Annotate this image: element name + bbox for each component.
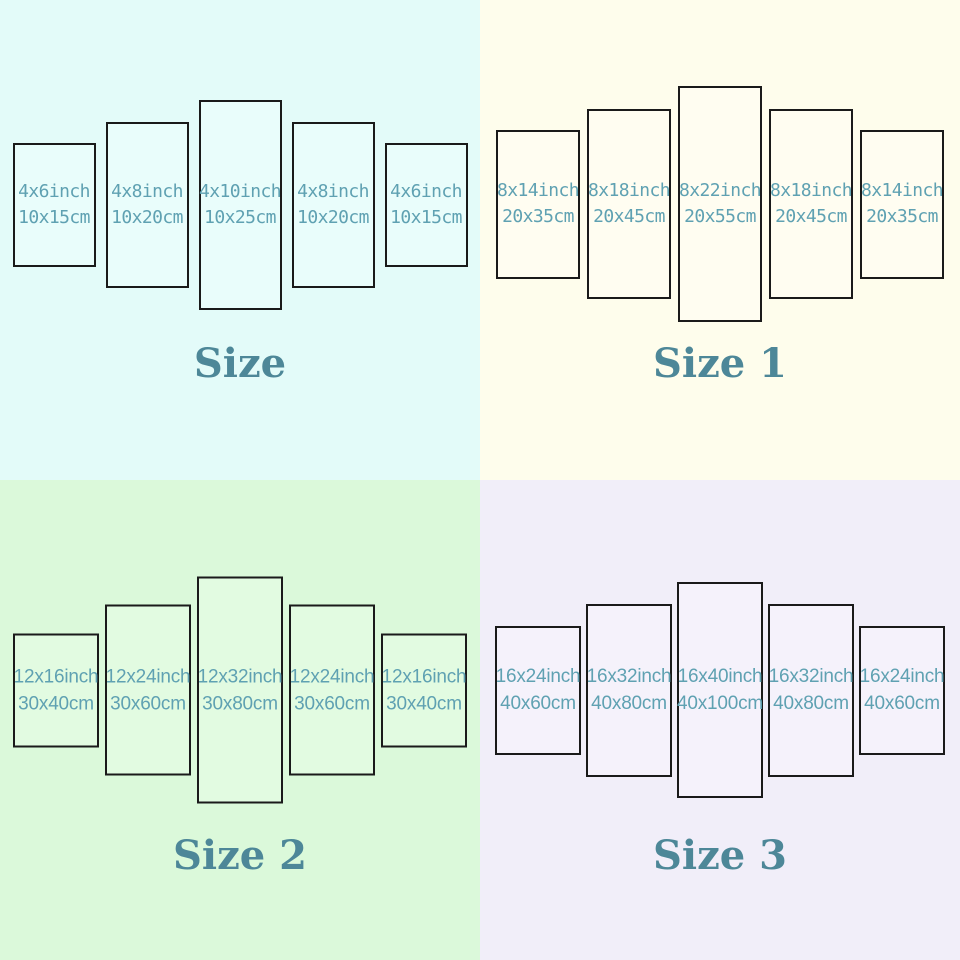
quadrant-size-2: 12x16inch 30x40cm 12x24inch 30x60cm 12x3… <box>0 480 480 960</box>
panel-size-label: 8x14inch 20x35cm <box>497 178 580 230</box>
panel-cm-text: 20x45cm <box>775 206 847 227</box>
quadrant-size: 4x6inch 10x15cm 4x8inch 10x20cm 4x10inch… <box>0 0 480 480</box>
canvas-panel: 4x6inch 10x15cm <box>384 143 468 267</box>
panel-cm-text: 20x55cm <box>684 206 756 227</box>
panel-cm-text: 30x60cm <box>294 693 370 714</box>
quadrant-size-1: 8x14inch 20x35cm 8x18inch 20x45cm 8x22in… <box>480 0 960 480</box>
canvas-panel: 4x6inch 10x15cm <box>12 143 96 267</box>
quadrant-size-3: 16x24inch 40x60cm 16x32inch 40x80cm 16x4… <box>480 480 960 960</box>
panel-size-label: 8x18inch 20x45cm <box>588 178 671 230</box>
panel-inch-text: 16x32inch <box>586 666 672 687</box>
panel-size-label: 12x24inch 30x60cm <box>106 663 191 717</box>
panel-size-label: 8x22inch 20x55cm <box>679 178 762 230</box>
panel-size-label: 12x16inch 30x40cm <box>14 663 99 717</box>
canvas-panel: 8x14inch 20x35cm <box>860 129 944 279</box>
panel-cm-text: 40x80cm <box>591 693 667 714</box>
quadrant-title: Size 1 <box>652 340 787 387</box>
canvas-panel: 4x8inch 10x20cm <box>291 122 375 288</box>
canvas-panel: 8x22inch 20x55cm <box>678 86 762 322</box>
canvas-panel: 12x16inch 30x40cm <box>13 633 99 747</box>
panel-size-label: 16x32inch 40x80cm <box>769 663 854 717</box>
canvas-panel: 16x24inch 40x60cm <box>859 625 945 755</box>
canvas-panel: 4x10inch 10x25cm <box>198 100 282 310</box>
panel-inch-text: 4x10inch <box>199 181 282 202</box>
panel-size-label: 12x24inch 30x60cm <box>290 663 375 717</box>
panel-size-label: 4x8inch 10x20cm <box>297 179 369 231</box>
panel-inch-text: 4x8inch <box>111 181 183 202</box>
panel-cm-text: 30x60cm <box>110 693 186 714</box>
panel-row: 12x16inch 30x40cm 12x24inch 30x60cm 12x3… <box>0 576 480 804</box>
quadrant-title: Size 3 <box>652 832 787 879</box>
panel-inch-text: 8x18inch <box>770 180 853 201</box>
panel-inch-text: 4x8inch <box>297 181 369 202</box>
panel-inch-text: 16x32inch <box>768 666 854 687</box>
canvas-panel: 12x16inch 30x40cm <box>381 633 467 747</box>
panel-cm-text: 30x40cm <box>386 693 462 714</box>
canvas-panel: 12x24inch 30x60cm <box>105 604 191 776</box>
panel-size-label: 8x18inch 20x45cm <box>770 178 853 230</box>
panel-cm-text: 40x60cm <box>500 693 576 714</box>
panel-row: 16x24inch 40x60cm 16x32inch 40x80cm 16x4… <box>480 582 960 798</box>
panel-inch-text: 8x14inch <box>497 180 580 201</box>
panel-cm-text: 10x15cm <box>18 207 90 228</box>
panel-cm-text: 10x15cm <box>390 207 462 228</box>
panel-inch-text: 12x16inch <box>381 666 467 687</box>
panel-inch-text: 8x22inch <box>679 180 762 201</box>
canvas-panel: 16x24inch 40x60cm <box>495 625 581 755</box>
panel-cm-text: 10x25cm <box>204 207 276 228</box>
panel-row: 4x6inch 10x15cm 4x8inch 10x20cm 4x10inch… <box>0 100 480 310</box>
panel-inch-text: 4x6inch <box>390 181 462 202</box>
canvas-panel: 8x14inch 20x35cm <box>496 129 580 279</box>
panel-size-label: 8x14inch 20x35cm <box>861 178 944 230</box>
panel-inch-text: 12x16inch <box>13 666 99 687</box>
panel-cm-text: 20x45cm <box>593 206 665 227</box>
panel-cm-text: 10x20cm <box>297 207 369 228</box>
panel-cm-text: 30x80cm <box>202 693 278 714</box>
panel-size-label: 4x10inch 10x25cm <box>199 179 282 231</box>
panel-size-label: 4x8inch 10x20cm <box>111 179 183 231</box>
canvas-panel: 8x18inch 20x45cm <box>769 109 853 299</box>
panel-size-label: 4x6inch 10x15cm <box>390 179 462 231</box>
canvas-panel: 8x18inch 20x45cm <box>587 109 671 299</box>
panel-inch-text: 12x24inch <box>289 666 375 687</box>
panel-size-label: 12x32inch 30x80cm <box>198 663 283 717</box>
panel-size-label: 16x32inch 40x80cm <box>587 663 672 717</box>
panel-inch-text: 8x14inch <box>861 180 944 201</box>
canvas-panel: 4x8inch 10x20cm <box>105 122 189 288</box>
panel-inch-text: 16x40inch <box>677 666 763 687</box>
panel-size-label: 12x16inch 30x40cm <box>382 663 467 717</box>
panel-cm-text: 10x20cm <box>111 207 183 228</box>
quadrant-title: Size <box>193 340 287 387</box>
canvas-panel: 12x32inch 30x80cm <box>197 576 283 804</box>
panel-inch-text: 8x18inch <box>588 180 671 201</box>
canvas-panel: 16x32inch 40x80cm <box>586 603 672 777</box>
panel-size-label: 16x40inch 40x100cm <box>677 663 763 717</box>
panel-size-label: 16x24inch 40x60cm <box>496 663 581 717</box>
panel-cm-text: 30x40cm <box>18 693 94 714</box>
panel-cm-text: 40x60cm <box>864 693 940 714</box>
canvas-panel: 16x40inch 40x100cm <box>677 582 763 798</box>
panel-inch-text: 4x6inch <box>18 181 90 202</box>
panel-size-label: 16x24inch 40x60cm <box>860 663 945 717</box>
panel-cm-text: 20x35cm <box>866 206 938 227</box>
panel-row: 8x14inch 20x35cm 8x18inch 20x45cm 8x22in… <box>480 86 960 322</box>
canvas-panel: 16x32inch 40x80cm <box>768 603 854 777</box>
panel-cm-text: 40x80cm <box>773 693 849 714</box>
panel-size-label: 4x6inch 10x15cm <box>18 179 90 231</box>
panel-inch-text: 12x32inch <box>197 666 283 687</box>
panel-inch-text: 16x24inch <box>495 666 581 687</box>
quadrant-title: Size 2 <box>172 832 307 879</box>
panel-cm-text: 40x100cm <box>676 693 764 714</box>
canvas-panel: 12x24inch 30x60cm <box>289 604 375 776</box>
panel-inch-text: 12x24inch <box>105 666 191 687</box>
panel-inch-text: 16x24inch <box>859 666 945 687</box>
panel-cm-text: 20x35cm <box>502 206 574 227</box>
